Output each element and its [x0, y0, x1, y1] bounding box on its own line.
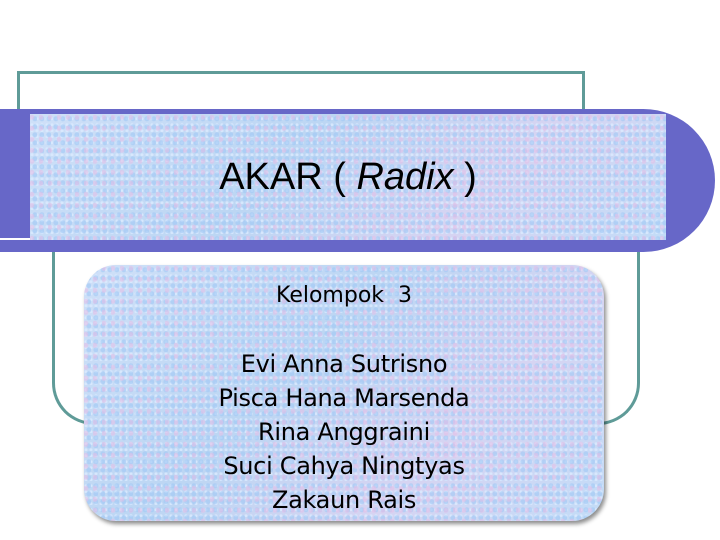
member-name: Pisca Hana Marsenda [218, 384, 470, 412]
member-name: Rina Anggraini [258, 418, 430, 446]
group-label: Kelompok 3 [275, 283, 413, 308]
member-list: Evi Anna Sutrisno Pisca Hana Marsenda Ri… [84, 347, 604, 517]
content-box: Kelompok 3 Evi Anna Sutrisno Pisca Hana … [84, 265, 604, 521]
member-name: Suci Cahya Ningtyas [223, 452, 465, 480]
slide-title: AKAR ( Radix ) [219, 156, 477, 199]
title-prefix: AKAR ( [219, 155, 357, 198]
title-panel: AKAR ( Radix ) [30, 114, 666, 240]
title-suffix: ) [453, 155, 477, 198]
member-name: Evi Anna Sutrisno [240, 350, 448, 378]
title-italic: Radix [356, 155, 454, 198]
decorative-frame-top [17, 71, 585, 134]
member-name: Zakaun Rais [271, 486, 417, 514]
